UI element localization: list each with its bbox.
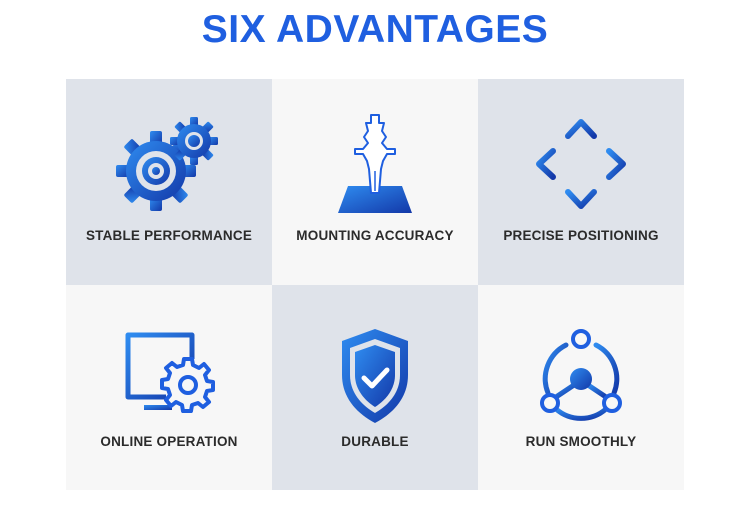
gears-icon (116, 117, 218, 211)
advantage-label: PRECISE POSITIONING (503, 228, 659, 243)
advantage-tile-mounting-accuracy: MOUNTING ACCURACY (272, 79, 478, 285)
advantage-label: ONLINE OPERATION (100, 434, 238, 449)
advantage-tile-durable: DURABLE (272, 285, 478, 490)
advantage-tile-run-smoothly: RUN SMOOTHLY (478, 285, 684, 490)
shield-check-icon (342, 329, 408, 423)
advantages-grid: STABLE PERFORMANCE MOUNTING ACCURACY (66, 79, 684, 490)
advantage-tile-stable-performance: STABLE PERFORMANCE (66, 79, 272, 285)
advantage-label: MOUNTING ACCURACY (296, 228, 454, 243)
monitor-gear-icon (125, 332, 215, 413)
nodes-icon (540, 329, 622, 421)
advantage-label: DURABLE (341, 434, 409, 449)
four-arrows-icon (536, 119, 626, 209)
advantage-label: RUN SMOOTHLY (525, 434, 637, 449)
page-title: SIX ADVANTAGES (201, 8, 549, 51)
nozzle-icon (338, 114, 412, 213)
advantage-tile-precise-positioning: PRECISE POSITIONING (478, 79, 684, 285)
advantage-label: STABLE PERFORMANCE (85, 228, 253, 243)
advantage-tile-online-operation: ONLINE OPERATION (66, 285, 272, 490)
